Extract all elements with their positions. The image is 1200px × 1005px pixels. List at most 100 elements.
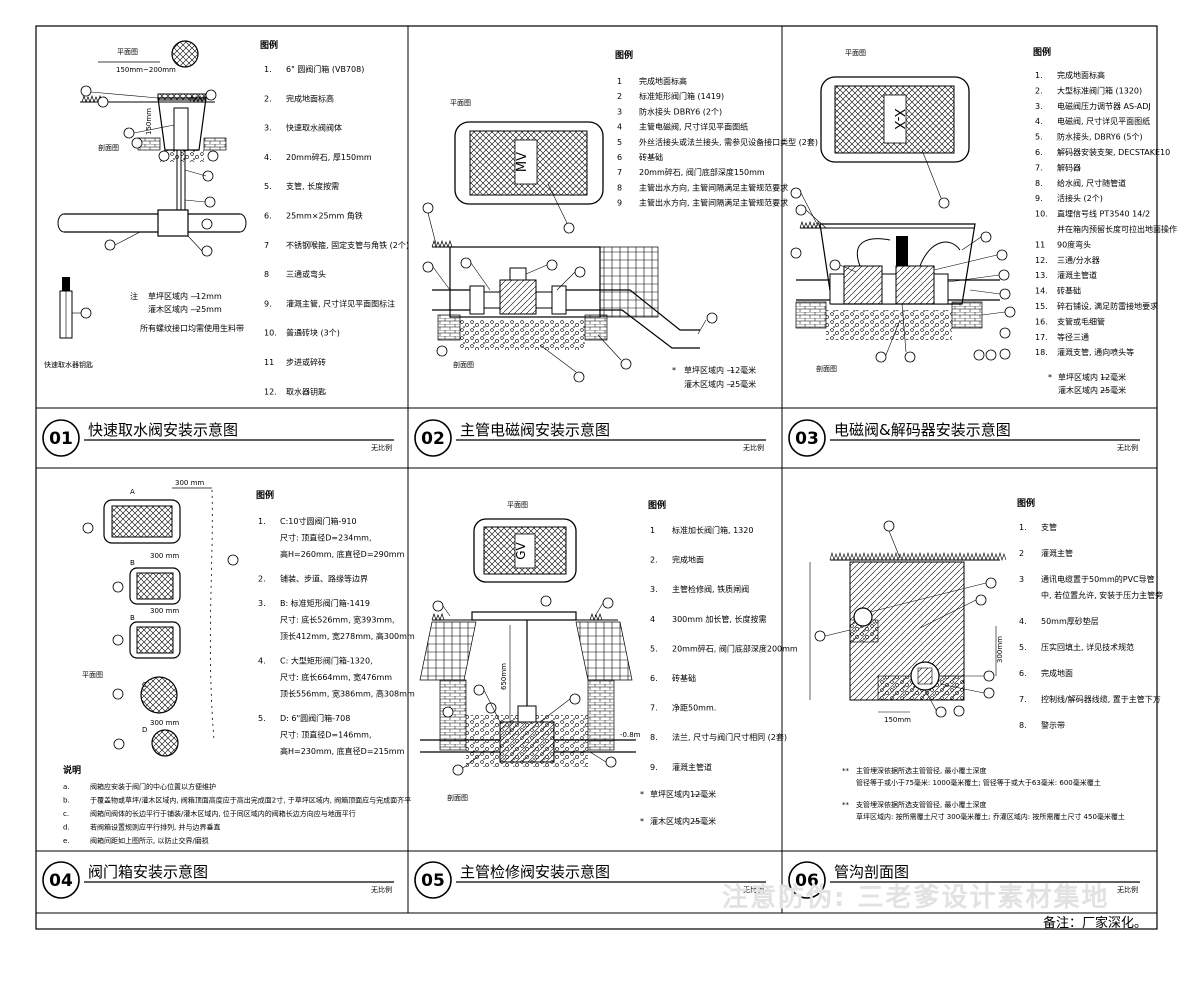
depth-label: -0.8m — [620, 731, 641, 739]
legend-item: 标准矩形阀门箱 (1419) — [639, 91, 724, 101]
dim-side: 150mm — [145, 108, 153, 135]
note-text: 草坪区域内: 按所需覆土尺寸 300毫米覆土; 乔灌区域内: 按所需覆土尺寸 4… — [856, 812, 1125, 821]
legend-item: C:10寸圆阀门箱-910 — [280, 516, 357, 526]
detail-caption: 快速取水阀安装示意图 — [88, 421, 238, 439]
legend-num: 11 — [264, 358, 274, 367]
legend-num: 8. — [1019, 721, 1027, 730]
panel-02: 平面图 MV 剖 — [422, 49, 818, 389]
svg-text:灌木区域内 —: 灌木区域内 — — [1058, 385, 1109, 395]
panel-01: 平面图 150mm~200mm 150mm 剖面图 — [44, 39, 409, 396]
svg-text:*: * — [672, 366, 676, 375]
dim-depth: 300mm — [996, 636, 1004, 663]
legend-title: 图例 — [260, 39, 278, 51]
legend-title: 图例 — [1033, 46, 1051, 58]
legend-title: 图例 — [256, 489, 274, 501]
legend-num: 6. — [1019, 669, 1027, 678]
svg-text:25毫米: 25毫米 — [1100, 385, 1126, 395]
legend-num: 3. — [258, 599, 266, 608]
legend-item: 等径三通 — [1057, 332, 1089, 342]
legend-num: 7. — [650, 704, 658, 713]
legend-item: 警示带 — [1041, 720, 1065, 730]
legend-item: 25mm×25mm 角铁 — [286, 211, 363, 221]
legend-num: 1. — [1035, 71, 1043, 80]
legend-num: 5. — [264, 182, 272, 191]
notes: 注 草坪区域内 — 12mm 灌木区域内 — 25mm 所有螺纹接口均需使用生料… — [130, 291, 244, 333]
plan-label: 平面图 — [507, 501, 528, 509]
legend-num: 1. — [1019, 523, 1027, 532]
legend-num: 13. — [1035, 271, 1048, 280]
box-text: GV — [514, 541, 528, 559]
svg-text:草坪区域内 —: 草坪区域内 — — [650, 789, 701, 799]
legend-num: 2 — [1019, 549, 1024, 558]
legend-num: 5. — [1019, 643, 1027, 652]
legend-num: 2. — [264, 94, 272, 103]
legend-item: 300mm 加长管, 长度按需 — [672, 614, 766, 624]
svg-text:草坪区域内 —: 草坪区域内 — — [684, 365, 735, 375]
legend-item: C: 大型矩形阀门箱-1320, — [280, 656, 373, 666]
legend-item: 50mm厚砂垫层 — [1041, 616, 1099, 626]
legend-num: 3. — [264, 124, 272, 133]
legend-item: 尺寸: 顶直径D=146mm, — [280, 730, 372, 740]
legend-item: 净距50mm. — [672, 703, 716, 713]
legend-item: 通讯电缆置于50mm的PVC导管 — [1041, 574, 1155, 584]
svg-text:25毫米: 25毫米 — [730, 379, 756, 389]
box-label-b1: B — [130, 559, 135, 567]
legend-item: 控制线/解码器线缆, 置于主管下方 — [1041, 694, 1161, 704]
legend-item: 完成地面标高 — [286, 93, 334, 103]
note-key: b. — [63, 797, 70, 805]
svg-text:所有螺纹接口均需使用生料带: 所有螺纹接口均需使用生料带 — [140, 323, 244, 333]
note-text: 于覆盖物或草坪/灌木区域内, 阀箱顶面高度应于高出完成面2寸, 于草坪区域内, … — [90, 796, 411, 805]
legend-item: 铺装、步道、路缘等边界 — [280, 574, 368, 584]
legend-num: 2. — [1035, 86, 1043, 95]
box-label-a: A — [130, 488, 135, 496]
legend-num: 6 — [617, 153, 622, 162]
legend-num: 9. — [264, 299, 272, 308]
legend-num: 4 — [617, 123, 622, 132]
legend-item: 支管, 长度按需 — [286, 181, 339, 191]
legend-num: 3 — [1019, 575, 1024, 584]
dim-top: 300 mm — [175, 479, 204, 487]
legend-num: 4. — [1019, 617, 1027, 626]
legend-item: 步进或碎砖 — [286, 357, 326, 367]
legend-num: 15. — [1035, 302, 1048, 311]
scale-label: 无比例 — [743, 885, 764, 894]
legend-item: 20mm碎石, 阀门底部深度200mm — [672, 643, 798, 653]
legend-num: 7 — [617, 168, 622, 177]
legend-num: 5. — [258, 714, 266, 723]
legend-num: 8 — [264, 270, 269, 279]
detail-number: 04 — [49, 871, 73, 891]
legend-item: 解码器安装支架, DECSTAKE10 — [1057, 147, 1170, 157]
legend-item: 中, 若位置允许, 安装于压力主管旁 — [1041, 590, 1163, 600]
legend-item: 标准加长阀门箱, 1320 — [672, 525, 753, 535]
note-text: 阀箱间阀体的长边平行于铺装/灌木区域内, 位于同区域内的阀箱长边方向应与地面平行 — [90, 809, 356, 818]
legend-num: 9 — [617, 199, 622, 208]
legend-item: 碎石铺设, 满足防雷接地要求 — [1057, 301, 1158, 311]
dim-top: 150mm~200mm — [116, 66, 176, 74]
section-label: 剖面图 — [816, 364, 837, 373]
note-text: 阀箱间距如上图所示, 以防止交界/磨损 — [90, 836, 209, 845]
legend-num: 4. — [258, 657, 266, 666]
legend-item: 电磁阀, 尺寸详见平面图纸 — [1057, 116, 1150, 126]
legend-item: 防水接头, DBRY6 (5个) — [1057, 132, 1143, 142]
legend-num: 6. — [264, 212, 272, 221]
legend-item: 尺寸: 底长664mm, 宽476mm — [280, 672, 392, 682]
legend-num: 2. — [650, 556, 658, 565]
notes-title: 说明 — [63, 764, 81, 776]
section-label: 剖面图 — [447, 793, 468, 802]
legend-num: 14. — [1035, 287, 1048, 296]
note-key: e. — [63, 837, 70, 845]
note-text: 管径等于或小于75毫米: 1000毫米覆土; 管径等于或大于63毫米: 600毫… — [856, 778, 1101, 787]
legend-num: 7. — [1019, 695, 1027, 704]
legend-item: 外丝活接头或法兰接头, 需参见设备接口类型 (2套) — [639, 137, 818, 147]
svg-text:灌木区域内 —: 灌木区域内 — — [650, 816, 701, 826]
legend-num: 12. — [1035, 256, 1048, 265]
note-key: ** — [842, 767, 850, 775]
legend-num: 4. — [1035, 117, 1043, 126]
scale-label: 无比例 — [1117, 443, 1138, 452]
legend-num: 1 — [650, 526, 655, 535]
legend-item: B: 标准矩形阀门箱-1419 — [280, 598, 370, 608]
legend-item: 顶长412mm, 宽278mm, 高300mm — [280, 631, 415, 641]
